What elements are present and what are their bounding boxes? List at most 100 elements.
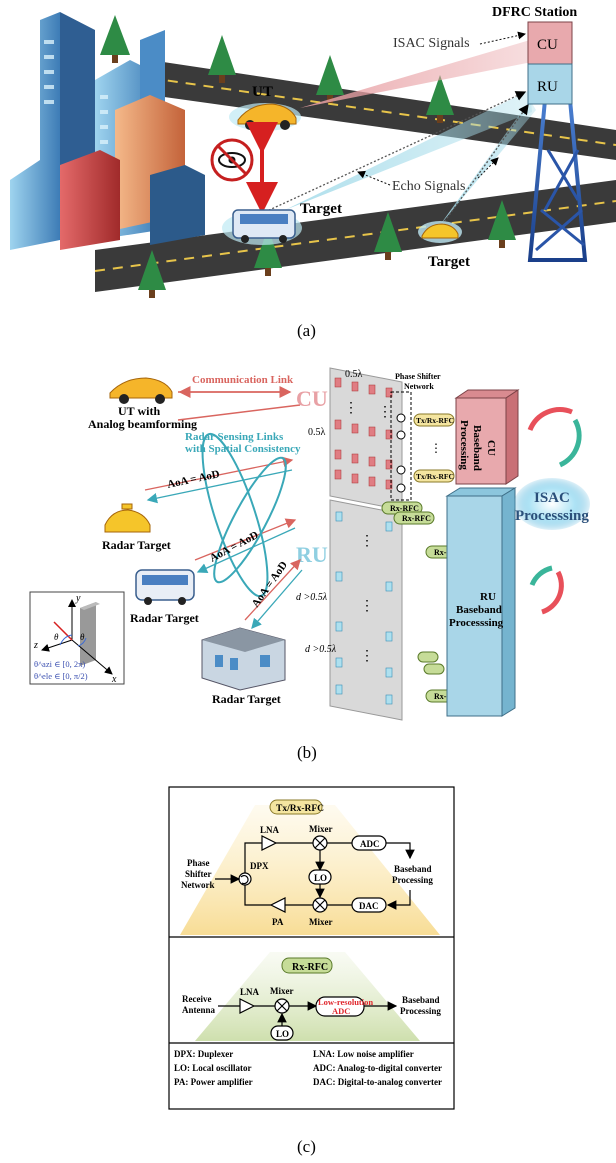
txrx-title: Tx/Rx-RFC (276, 804, 324, 814)
ru-baseband-1: RU (480, 591, 496, 603)
target-taxi-label: Target (428, 254, 470, 270)
radar-target-building (201, 627, 286, 691)
cu-baseband-3: Processing (458, 420, 470, 470)
axis-z: z (33, 640, 38, 651)
theta-el-range: θ^ele ∈ [0, π/2) (34, 671, 88, 681)
bus-target (222, 209, 302, 245)
radar-target-bus (135, 569, 195, 605)
pa: PA (272, 917, 284, 927)
cu-label-a: CU (537, 37, 558, 53)
radar-target-3: Radar Target (212, 692, 281, 706)
txrx-rfc-boxes: Tx/Rx-RFC Tx/Rx-RFC ⋮ (413, 413, 455, 483)
ru-baseband-3: Processsing (449, 617, 504, 629)
legend-pa: PA: Power amplifier (174, 1077, 253, 1087)
theta-az: θ (80, 632, 85, 642)
adc: ADC (360, 839, 380, 849)
mixer-rx: Mixer (270, 986, 293, 996)
comm-link-label: Communication Link (192, 374, 294, 386)
radar-links-1: Radar Sensing Links (185, 431, 284, 443)
radar-target-2: Radar Target (130, 611, 199, 625)
ut-car-b (109, 377, 173, 404)
phase-shifters (396, 413, 406, 493)
ru-box-a (527, 63, 573, 105)
road-lower (95, 180, 616, 292)
txrx-rfc-1: Tx/Rx-RFC (416, 416, 454, 425)
legend-lna: LNA: Low noise amplifier (313, 1049, 414, 1059)
echo-signals-label: Echo Signals (392, 179, 466, 194)
phase-1: Phase (187, 858, 210, 868)
isac-signals-label: ISAC Signals (393, 36, 470, 51)
ut-car (229, 103, 301, 131)
radar-target-1: Radar Target (102, 538, 171, 552)
svg-text:⋮: ⋮ (378, 405, 392, 420)
panel-b: UT with Analog beamforming Communication… (29, 367, 590, 762)
theta-az-range: θ^azi ∈ [0, 2π) (34, 659, 85, 669)
svg-text:⋮: ⋮ (360, 599, 374, 614)
theta-el: θ (54, 632, 59, 642)
isac-processing-icon (514, 407, 590, 615)
phase-shifter-2: Network (404, 382, 434, 391)
ru-antenna-panel (329, 499, 403, 721)
cu-box-a (527, 21, 573, 65)
taxi-target (418, 221, 462, 243)
receive-2: Antenna (182, 1005, 216, 1015)
radar-target-taxi (104, 503, 151, 533)
svg-text:⋮: ⋮ (360, 649, 374, 664)
dpx: DPX (250, 861, 269, 871)
caption-a: (a) (297, 321, 316, 340)
isac-proc-1: ISAC (534, 490, 570, 506)
trees (100, 15, 516, 298)
svg-text:⋮: ⋮ (344, 401, 358, 416)
phase-shifter-1: Phase Shifter (395, 372, 441, 381)
legend-lo: LO: Local oscillator (174, 1063, 252, 1073)
txrx-rfc-2: Tx/Rx-RFC (416, 472, 454, 481)
radar-links (144, 432, 303, 629)
rx-rfc-1: Rx-RFC (390, 504, 419, 513)
baseband-1: Baseband (394, 864, 432, 874)
legend-adc: ADC: Analog-to-digital converter (313, 1063, 442, 1073)
panel-a: DFRC Station CU RU UT Target (10, 5, 616, 340)
cu-label-b: CU (296, 386, 328, 411)
cu-antenna-elements (334, 377, 393, 490)
d-gt-2: d >0.5λ (305, 644, 337, 655)
phase-3: Network (181, 880, 215, 890)
rx-fan (195, 952, 420, 1041)
isac-proc-2: Processsing (515, 508, 589, 524)
dac: DAC (359, 901, 379, 911)
rx-title: Rx-RFC (292, 962, 328, 973)
target-bus-label: Target (300, 201, 342, 217)
caption-c: (c) (297, 1137, 316, 1156)
ru-antenna-elements (335, 511, 393, 705)
mixer-bottom: Mixer (309, 917, 332, 927)
axis-x: x (111, 674, 117, 685)
ut-label-b1: UT with (118, 404, 160, 418)
lna-rx: LNA (240, 987, 260, 997)
axis-y: y (75, 593, 81, 604)
d-gt-1: d >0.5λ (296, 592, 328, 603)
cu-baseband-2: Baseband (471, 425, 483, 471)
ru-baseband (446, 495, 503, 717)
cu-baseband-1: CU (485, 440, 497, 456)
baseband-2: Processing (392, 875, 433, 885)
caption-b: (b) (297, 743, 317, 762)
lna-top: LNA (260, 825, 280, 835)
txrx-chain (215, 835, 415, 913)
radar-links-2: with Spatial Consistency (185, 443, 301, 455)
ut-label-a: UT (252, 84, 273, 100)
lo-top: LO (314, 873, 327, 883)
aoa-aod-3: AoA = AoD (250, 559, 290, 610)
aoa-aod-1: AoA = AoD (166, 468, 221, 491)
legend-dac: DAC: Digital-to-analog converter (313, 1077, 442, 1087)
rx-chain (218, 996, 398, 1041)
baseband-rx-2: Processing (400, 1006, 441, 1016)
legend: DPX: Duplexer LNA: Low noise amplifier L… (174, 1049, 442, 1087)
legend-dpx: DPX: Duplexer (174, 1049, 233, 1059)
svg-text:⋮: ⋮ (430, 441, 442, 455)
eye-blocked-icon (210, 138, 254, 182)
station-title: DFRC Station (492, 5, 577, 20)
baseband-rx-1: Baseband (402, 995, 440, 1005)
ut-label-b2: Analog beamforming (88, 417, 197, 431)
panel-c: Tx/Rx-RFC LNA Mixer ADC (168, 786, 455, 1156)
coordinate-inset: y z x θ θ θ^azi ∈ [0, 2π) θ^ele ∈ [0, π/… (29, 591, 125, 685)
